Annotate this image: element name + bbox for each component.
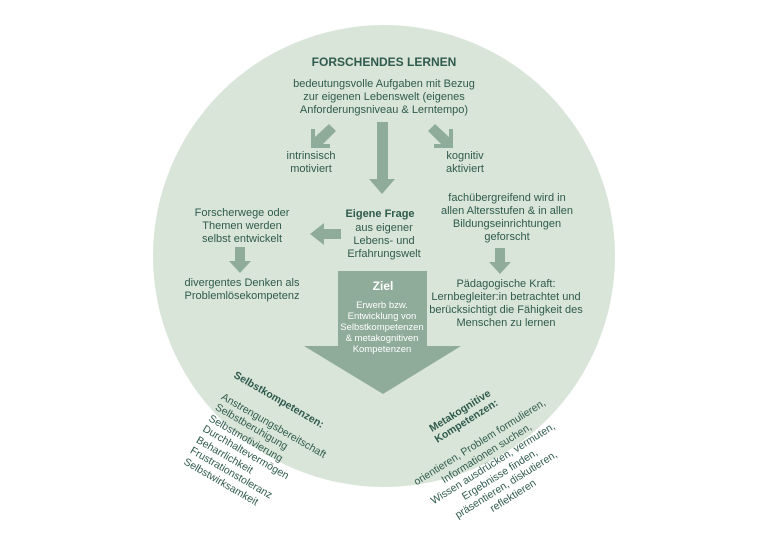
arrow-to-kognitiv xyxy=(428,124,453,148)
intrinsisch-text: intrinsisch motiviert xyxy=(286,150,336,175)
ziel-title: Ziel xyxy=(372,279,394,293)
divergentes-text: divergentes Denken als Problemlösekompet… xyxy=(184,277,300,302)
background-circle xyxy=(153,25,615,487)
arrow-to-eigene-frage xyxy=(369,122,395,194)
arrow-to-forscherwege xyxy=(310,223,341,245)
diagram: FORSCHENDES LERNEN bedeutungsvolle Aufga… xyxy=(153,25,615,521)
fachuebergreifend-text: fachübergreifend wird in allen Altersstu… xyxy=(440,192,574,243)
arrow-to-divergentes xyxy=(229,247,251,273)
title: FORSCHENDES LERNEN xyxy=(311,55,457,69)
eigene-frage-title: Eigene Frage xyxy=(345,208,415,220)
intro-text: bedeutungsvolle Aufgaben mit Bezug zur e… xyxy=(293,78,475,116)
ziel-arrow xyxy=(304,271,461,394)
metakognitive-list: orientieren, Problem formulieren, Inform… xyxy=(411,396,560,522)
diagram-shapes xyxy=(153,25,615,487)
eigene-frage-text: aus eigener Lebens- und Erfahrungswelt xyxy=(347,222,421,260)
kognitiv-text: kognitiv aktiviert xyxy=(446,150,484,175)
paedagogische-text: Pädagogische Kraft: Lernbegleiter:in bet… xyxy=(429,278,583,329)
arrow-to-paedagogische xyxy=(489,248,511,274)
forscherwege-text: Forscherwege oder Themen werden selbst e… xyxy=(194,207,290,245)
ziel-text: Erwerb bzw. Entwicklung von Selbstkompet… xyxy=(340,300,424,355)
arrow-to-intrinsisch xyxy=(311,124,336,148)
